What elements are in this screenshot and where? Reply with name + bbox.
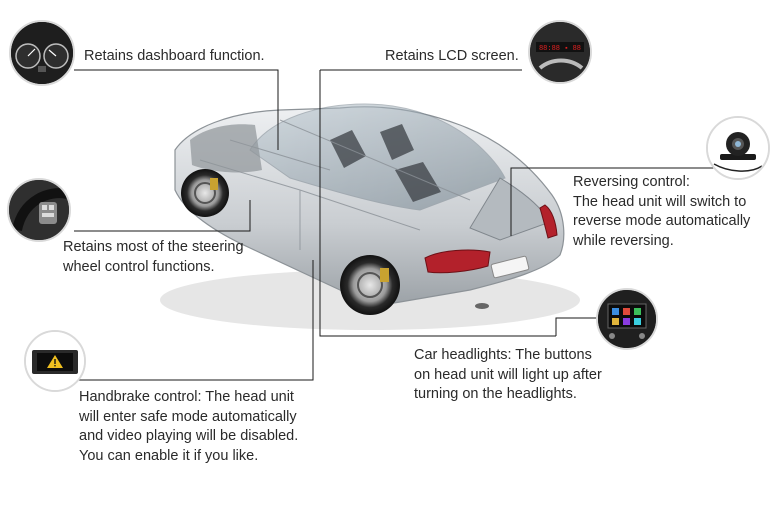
reversing-camera-icon bbox=[708, 118, 768, 178]
tail-light-left bbox=[424, 249, 491, 274]
leader-steering bbox=[74, 200, 251, 232]
steering-thumbnail bbox=[7, 178, 71, 242]
callout-handbrake: Handbrake control: The head unit will en… bbox=[79, 389, 299, 464]
svg-text:88:88 ▪ 88: 88:88 ▪ 88 bbox=[539, 45, 581, 53]
leader-reversing bbox=[510, 167, 714, 236]
callout-reversing: Reversing control: The head unit will sw… bbox=[573, 174, 751, 249]
lcd-display-icon: 88:88 ▪ 88 bbox=[530, 22, 590, 82]
license-plate bbox=[490, 255, 530, 279]
handbrake-thumbnail bbox=[24, 330, 86, 392]
dashboard-gauges-icon bbox=[11, 22, 73, 84]
callout-lcd: Retains LCD screen. bbox=[385, 48, 519, 64]
rear-wheel bbox=[340, 255, 400, 315]
headlights-thumbnail bbox=[596, 288, 658, 350]
leader-dashboard bbox=[74, 69, 279, 150]
front-wheel bbox=[181, 169, 229, 217]
leader-lcd-headlights bbox=[319, 70, 556, 337]
car-frame-lines bbox=[199, 119, 471, 250]
car-seats bbox=[330, 124, 441, 202]
tail-light-right bbox=[539, 204, 558, 239]
steering-wheel-buttons-icon bbox=[9, 180, 69, 240]
exhaust bbox=[475, 303, 489, 309]
head-unit-icon bbox=[598, 290, 656, 348]
leader-headlights bbox=[555, 317, 598, 336]
leader-handbrake bbox=[70, 260, 314, 381]
front-brake bbox=[210, 178, 218, 190]
leader-lines bbox=[70, 69, 714, 381]
car-trunk bbox=[469, 177, 551, 241]
callout-steering: Retains most of the steering wheel contr… bbox=[63, 239, 244, 275]
warning-screen-icon bbox=[26, 332, 84, 390]
reversing-thumbnail bbox=[706, 116, 770, 180]
dashboard-thumbnail bbox=[9, 20, 75, 86]
rear-brake bbox=[380, 268, 389, 282]
callout-headlights: Car headlights: The buttons on head unit… bbox=[414, 347, 602, 402]
callout-dashboard: Retains dashboard function. bbox=[84, 48, 265, 64]
lcd-thumbnail: 88:88 ▪ 88 bbox=[528, 20, 592, 84]
engine-bay bbox=[190, 124, 262, 173]
